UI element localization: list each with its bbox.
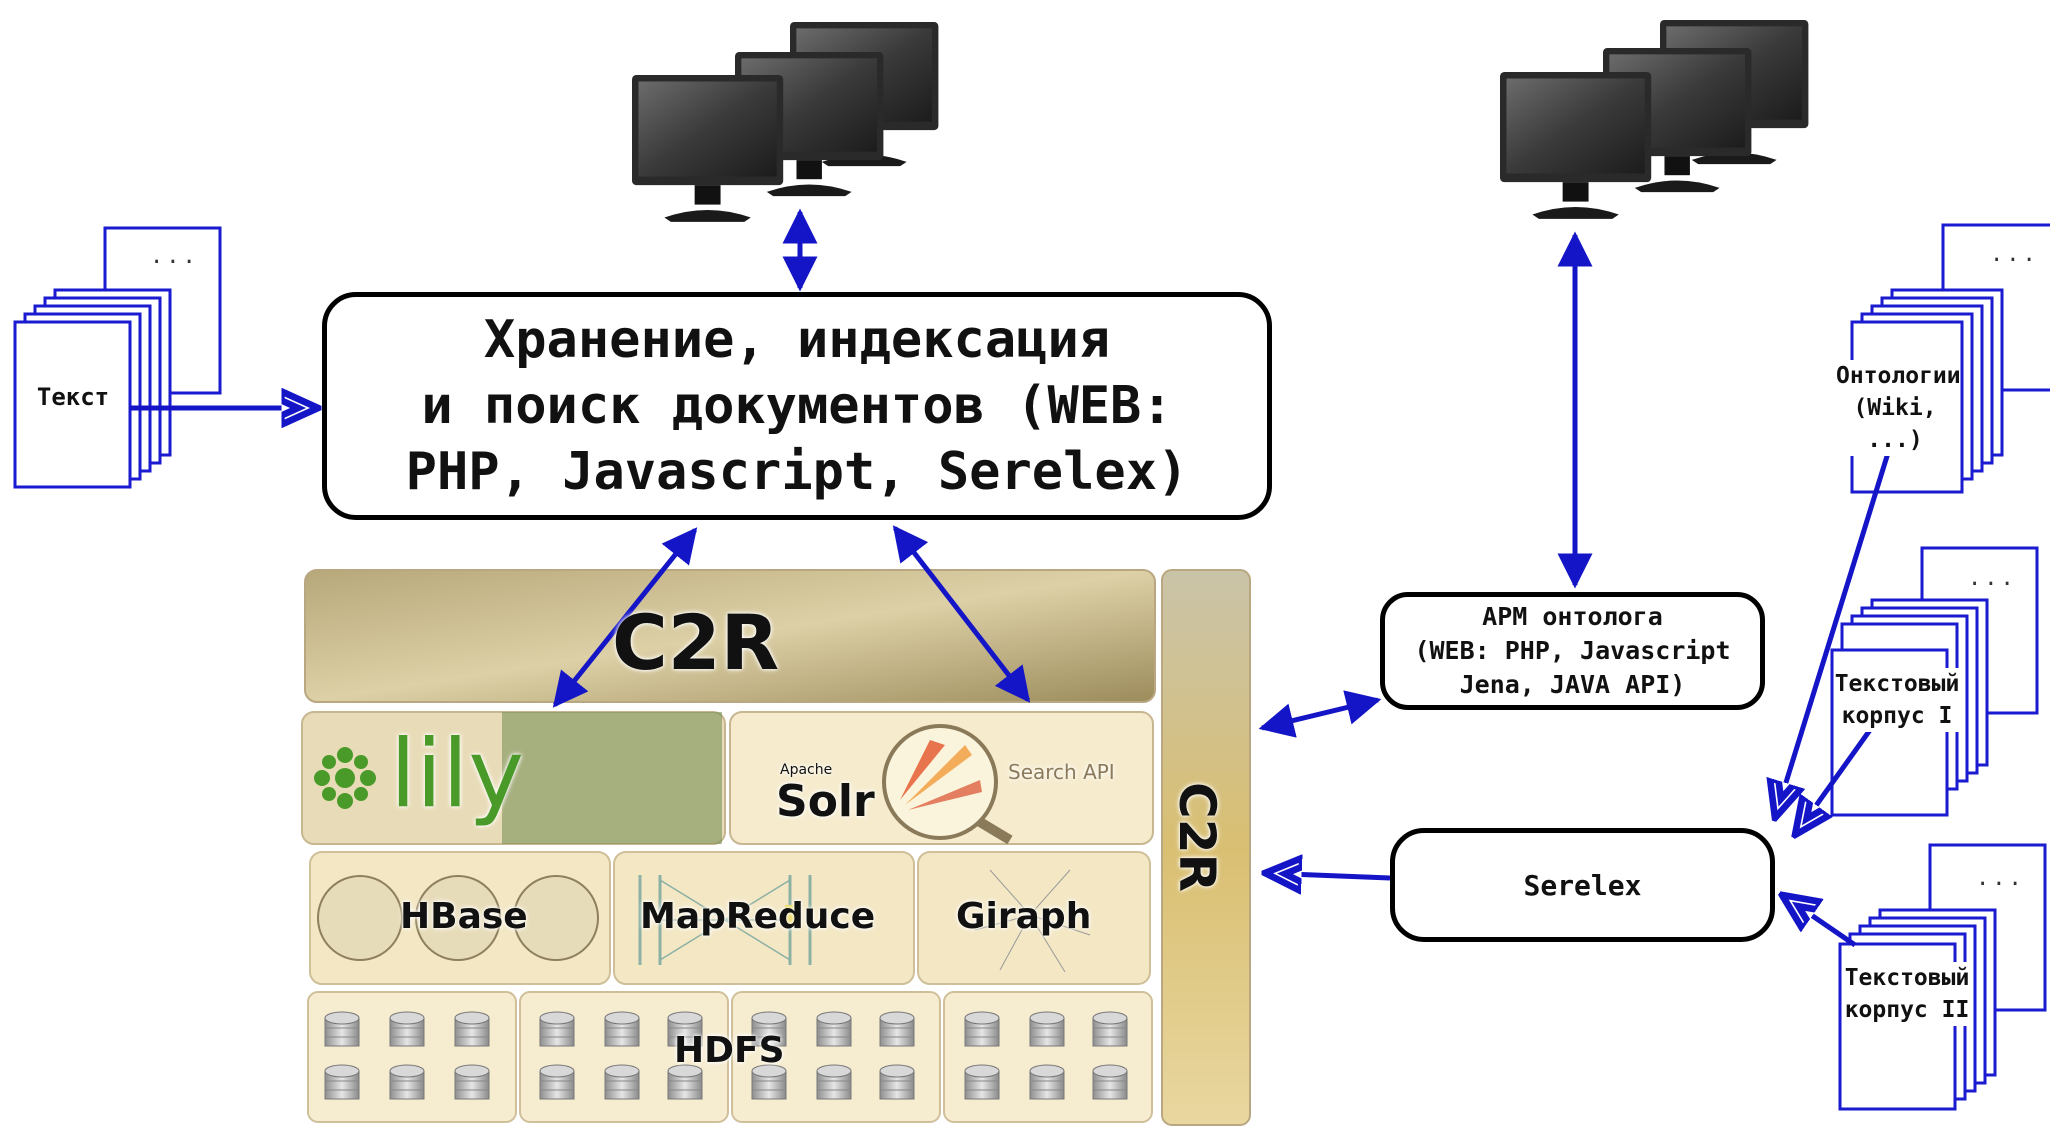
workstations-right	[1500, 20, 1809, 219]
arrow-main-c2r-lily	[552, 527, 698, 708]
corpus1-stack-label: Текстовый корпус I	[1834, 668, 1960, 732]
arm-box-line-3: Jena, JAVA API)	[1459, 670, 1686, 699]
c2r-side-label: C2R	[1168, 782, 1226, 892]
ontology-stack-ellipsis: ...	[1990, 242, 2039, 267]
solr-logo-icon	[882, 724, 1013, 845]
ontology-stack-label: Онтологии (Wiki, ...)	[1836, 360, 1961, 456]
monitor-icon	[1500, 72, 1652, 219]
mapreduce-label: MapReduce	[640, 896, 876, 937]
arrow-corpus2-serelex	[1782, 895, 1857, 948]
giraph-panel	[917, 851, 1151, 985]
corpus1-stack-ellipsis: ...	[1968, 566, 2017, 591]
mapreduce-icon	[638, 875, 812, 965]
main-box-line-1: Хранение, индексация	[483, 310, 1111, 370]
main-box-line-3: PHP, Javascript, Serelex)	[405, 442, 1189, 502]
hbase-node-icons	[317, 875, 599, 961]
corpus2-line-2: корпус II	[1844, 997, 1970, 1023]
arm-box-line-2: (WEB: PHP, Javascript	[1414, 636, 1731, 665]
corpus2-line-1: Текстовый	[1844, 965, 1970, 991]
text-stack-ellipsis: ...	[150, 244, 199, 269]
lily-logo-icon	[314, 747, 376, 809]
corpus2-stack-label: Текстовый корпус II	[1842, 962, 1972, 1026]
serelex-label: Serelex	[1523, 868, 1642, 902]
c2r-top-label: C2R	[612, 598, 780, 687]
corpus1-line-2: корпус I	[1841, 703, 1953, 729]
main-box-line-2: и поиск документов (WEB:	[421, 376, 1173, 436]
giraph-icon	[974, 869, 1091, 973]
monitor-icon	[632, 75, 784, 222]
ontology-line-2: (Wiki,	[1853, 395, 1937, 421]
mapreduce-panel	[613, 851, 915, 985]
hbase-label: HBase	[400, 896, 528, 937]
hdfs-label: HDFS	[674, 1030, 785, 1071]
lily-label: lily	[390, 720, 524, 829]
hdfs-node-1	[307, 991, 517, 1123]
corpus1-line-1: Текстовый	[1834, 671, 1960, 697]
ontology-line-1: Онтологии	[1836, 363, 1961, 389]
search-api-label: Search API	[1008, 760, 1115, 784]
solr-apache-label: Apache	[780, 762, 833, 778]
workstations-left	[632, 22, 939, 222]
corpus2-stack-ellipsis: ...	[1976, 866, 2025, 891]
arrow-corpus1-serelex	[1795, 728, 1873, 835]
connectors	[130, 208, 1895, 948]
text-stack-label: Текст	[28, 383, 118, 411]
storage-search-box: Хранение, индексация и поиск документов …	[322, 292, 1272, 520]
c2r-side-panel	[1161, 569, 1251, 1126]
hdfs-node-4	[943, 991, 1153, 1123]
arrow-ontology-serelex	[1775, 439, 1895, 818]
solr-label: Solr	[776, 776, 875, 827]
giraph-label: Giraph	[956, 896, 1092, 937]
ontology-line-3: ...)	[1867, 427, 1923, 453]
arrow-main-solr	[892, 525, 1031, 703]
arrow-arm-c2r	[1258, 690, 1382, 738]
serelex-box: Serelex	[1390, 828, 1775, 942]
ontologist-workstation-box: АРМ онтолога (WEB: PHP, Javascript Jena,…	[1380, 592, 1765, 710]
arrow-serelex-c2r	[1265, 873, 1391, 878]
arm-box-line-1: АРМ онтолога	[1482, 602, 1663, 631]
